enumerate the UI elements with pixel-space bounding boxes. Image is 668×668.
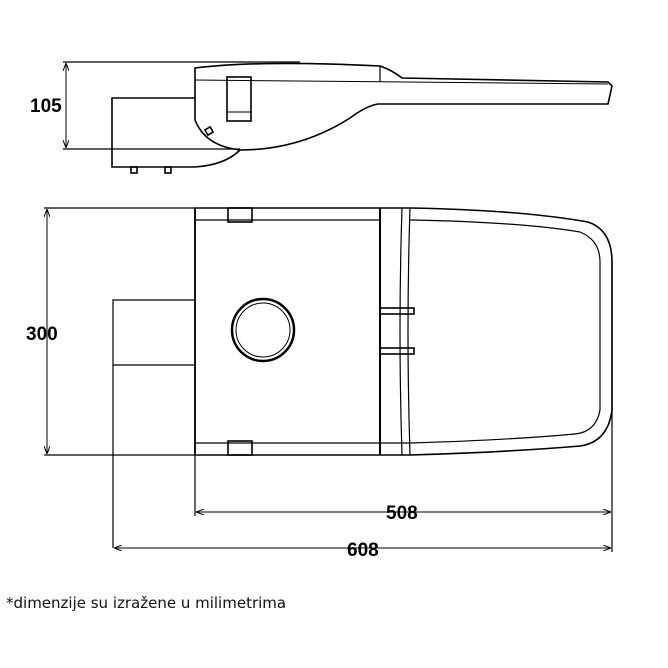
pole-entry-inner-circle — [235, 302, 291, 358]
hinge — [379, 307, 415, 315]
housing-tab — [203, 125, 215, 137]
side-view — [63, 61, 613, 174]
body-divider-rib — [399, 207, 411, 456]
body-length-dimension-label: 508 — [386, 503, 418, 524]
luminaire-housing — [194, 62, 613, 151]
adapter-foot — [130, 166, 138, 174]
clip — [227, 207, 253, 223]
pole-adapter-outline — [112, 299, 195, 548]
hinge — [379, 347, 415, 355]
clip — [226, 76, 252, 122]
body-inner-outline — [195, 219, 601, 444]
pole-entry-circle — [230, 297, 296, 363]
height-dimension-label: 105 — [30, 96, 62, 117]
units-footnote: *dimenzije su izražene u milimetrima — [6, 594, 287, 612]
clip — [227, 440, 253, 456]
adapter-foot — [164, 166, 172, 174]
total-length-dimension-label: 608 — [347, 540, 379, 561]
top-view — [44, 207, 613, 552]
width-dimension-label: 300 — [26, 324, 58, 345]
luminaire-body — [194, 207, 613, 456]
housing-seam — [194, 79, 609, 85]
pole-adapter — [111, 97, 241, 168]
